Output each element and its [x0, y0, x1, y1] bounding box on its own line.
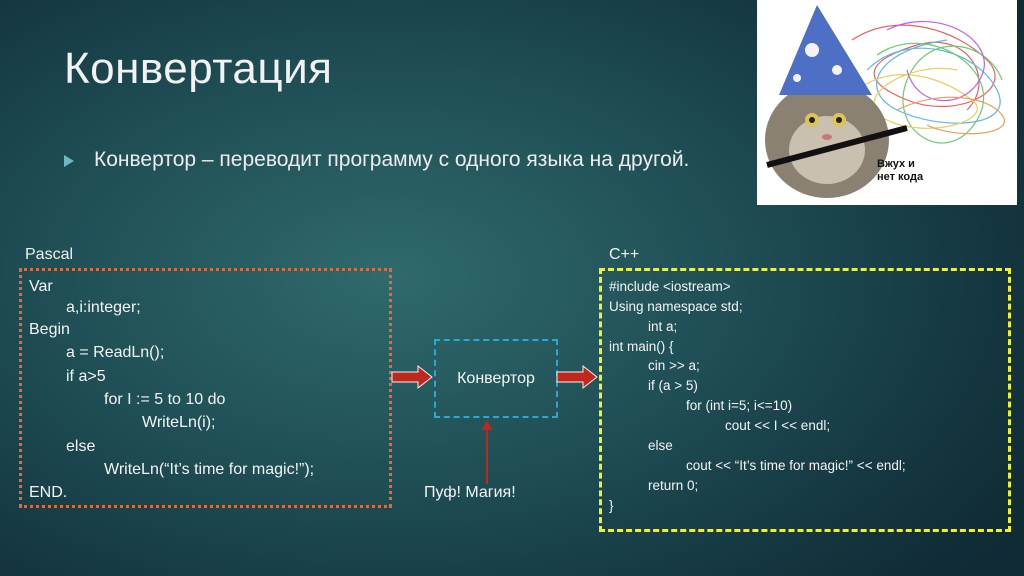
wizard-cat-image: Вжух и нет кода [757, 0, 1017, 205]
cpp-code-line: else [648, 438, 673, 453]
cpp-code-line: cin >> a; [648, 358, 700, 373]
bullet-text: Конвертор – переводит программу с одного… [94, 148, 690, 171]
slide-title: Конвертация [64, 44, 333, 93]
cpp-label: C++ [609, 246, 640, 263]
cpp-code-line: int main() { [609, 339, 674, 354]
pascal-code-line: a,i:integer; [66, 299, 141, 316]
cpp-code-line: Using namespace std; [609, 299, 743, 314]
pascal-code-line: else [66, 438, 96, 455]
magic-label: Пуф! Магия! [424, 484, 516, 501]
pascal-code-line: WriteLn(i); [142, 414, 216, 431]
pascal-code-line: if a>5 [66, 368, 106, 385]
cpp-code-line: return 0; [648, 478, 699, 493]
converter-label: Конвертор [457, 369, 535, 387]
pascal-code-line: a = ReadLn(); [66, 344, 165, 361]
pascal-code-line: WriteLn(“It’s time for magic!”); [104, 461, 315, 478]
pascal-code-line: END. [29, 484, 68, 501]
cpp-code-line: #include <iostream> [609, 279, 731, 294]
wizard-cat-icon [765, 5, 1005, 198]
cpp-code-line: int a; [648, 319, 678, 334]
converter-box: Конвертор [434, 339, 558, 418]
pascal-code-line: Begin [29, 321, 70, 338]
pascal-code-line: Var [29, 278, 53, 295]
arrow-up-icon [482, 420, 492, 484]
cpp-code-line: if (a > 5) [648, 378, 698, 393]
pascal-code-line: for I := 5 to 10 do [104, 391, 226, 408]
cpp-code-line: cout << “It’s time for magic!” << endl; [686, 458, 906, 473]
cpp-code-line: for (int i=5; i<=10) [686, 398, 793, 413]
block-arrow-right-icon [391, 364, 433, 390]
cpp-code-line: cout << I << endl; [725, 418, 831, 433]
pascal-code-block: Var a,i:integer; Begin a = ReadLn(); if … [19, 268, 392, 508]
cpp-code-block: #include <iostream> Using namespace std;… [599, 268, 1011, 532]
cpp-code-line: } [609, 498, 614, 513]
picture-caption: Вжух и нет кода [877, 158, 924, 183]
bullet-item: Конвертор – переводит программу с одного… [64, 146, 724, 173]
triangle-bullet-icon [64, 155, 74, 167]
block-arrow-right-icon [556, 364, 598, 390]
pascal-label: Pascal [25, 246, 74, 263]
